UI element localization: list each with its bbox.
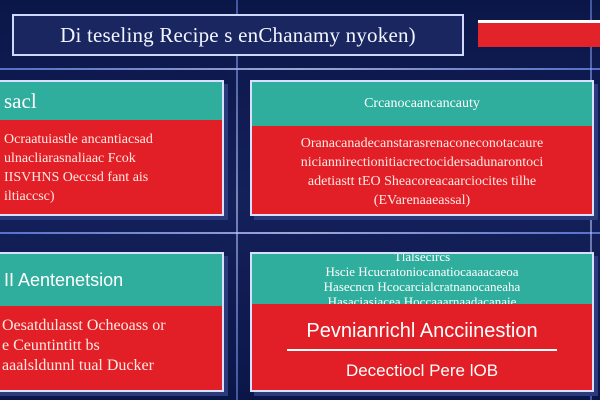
panel-text-line: IISVHNS Oeccsd fant ais (4, 170, 149, 185)
panel-heading-line: Hscie Hcucratoniocanatiocaaaacaeoa (325, 264, 519, 279)
panel-text-line: Oesatdulasst Ocheoass or (2, 317, 166, 334)
panel-heading: sacl (0, 82, 222, 120)
panel-body: Pevnianrichl Ancciinestion Decectiocl Pe… (252, 304, 592, 390)
panel-heading: Crcanocaancancauty (252, 82, 592, 126)
panel-heading-line: Tlalsecircs (393, 252, 451, 264)
panel-text-line: e Ceuntintitt bs (2, 337, 100, 354)
panel-text-line: niciannirectionitiacrectocidersadunaront… (300, 155, 544, 170)
panel-heading: Tlalsecircs Hscie Hcucratoniocanatiocaaa… (252, 252, 592, 309)
panel-body: Oranacanadecanstarasrenaconeconotacaure … (252, 126, 592, 214)
panel-feature-subtitle: Decectiocl Pere lOB (345, 361, 499, 380)
panel-body: Oesatdulasst Ocheoass or e Ceuntintitt b… (0, 306, 222, 390)
panel-bottom-right[interactable]: Tlalsecircs Hscie Hcucratoniocanatiocaaa… (250, 252, 594, 392)
panel-text-line: Ocraatuiastle ancantiacsad (4, 132, 153, 147)
panel-top-left[interactable]: sacl Ocraatuiastle ancantiacsad ulnaclia… (0, 80, 224, 216)
panel-heading-line: Hasecncn Hcocarcialcratnanocaneaha (323, 279, 521, 294)
panel-text-line: aaalsldunnl tual Ducker (2, 357, 154, 374)
panel-text-line: iltiaccsc) (4, 189, 55, 204)
panel-heading: II Aentenetsion (0, 254, 222, 306)
panel-text-line: Oranacanadecanstarasrenaconeconotacaure (300, 136, 544, 151)
title-bar: Di teseling Recipe s enChanamy nyoken) (12, 14, 464, 56)
panel-bottom-left[interactable]: II Aentenetsion Oesatdulasst Ocheoass or… (0, 252, 224, 392)
divider-middle (0, 232, 600, 234)
panel-text-line: (EVarenaaeassal) (373, 193, 471, 208)
header-accent-tab (478, 20, 600, 47)
divider-left (236, 0, 238, 400)
panel-feature-title: Pevnianrichl Ancciinestion (306, 320, 538, 342)
page-title: Di teseling Recipe s enChanamy nyoken) (60, 22, 416, 47)
panel-text-line: adetiastt tEO Sheacoreacaarciocites tilh… (307, 174, 537, 189)
panel-text-line: ulnacliarasnaliaac Fcok (4, 151, 136, 166)
panel-top-right[interactable]: Crcanocaancancauty Oranacanadecanstarasr… (250, 80, 594, 216)
panel-rule (287, 349, 557, 351)
divider-top (0, 68, 600, 70)
panel-body: Ocraatuiastle ancantiacsad ulnacliarasna… (0, 120, 222, 214)
